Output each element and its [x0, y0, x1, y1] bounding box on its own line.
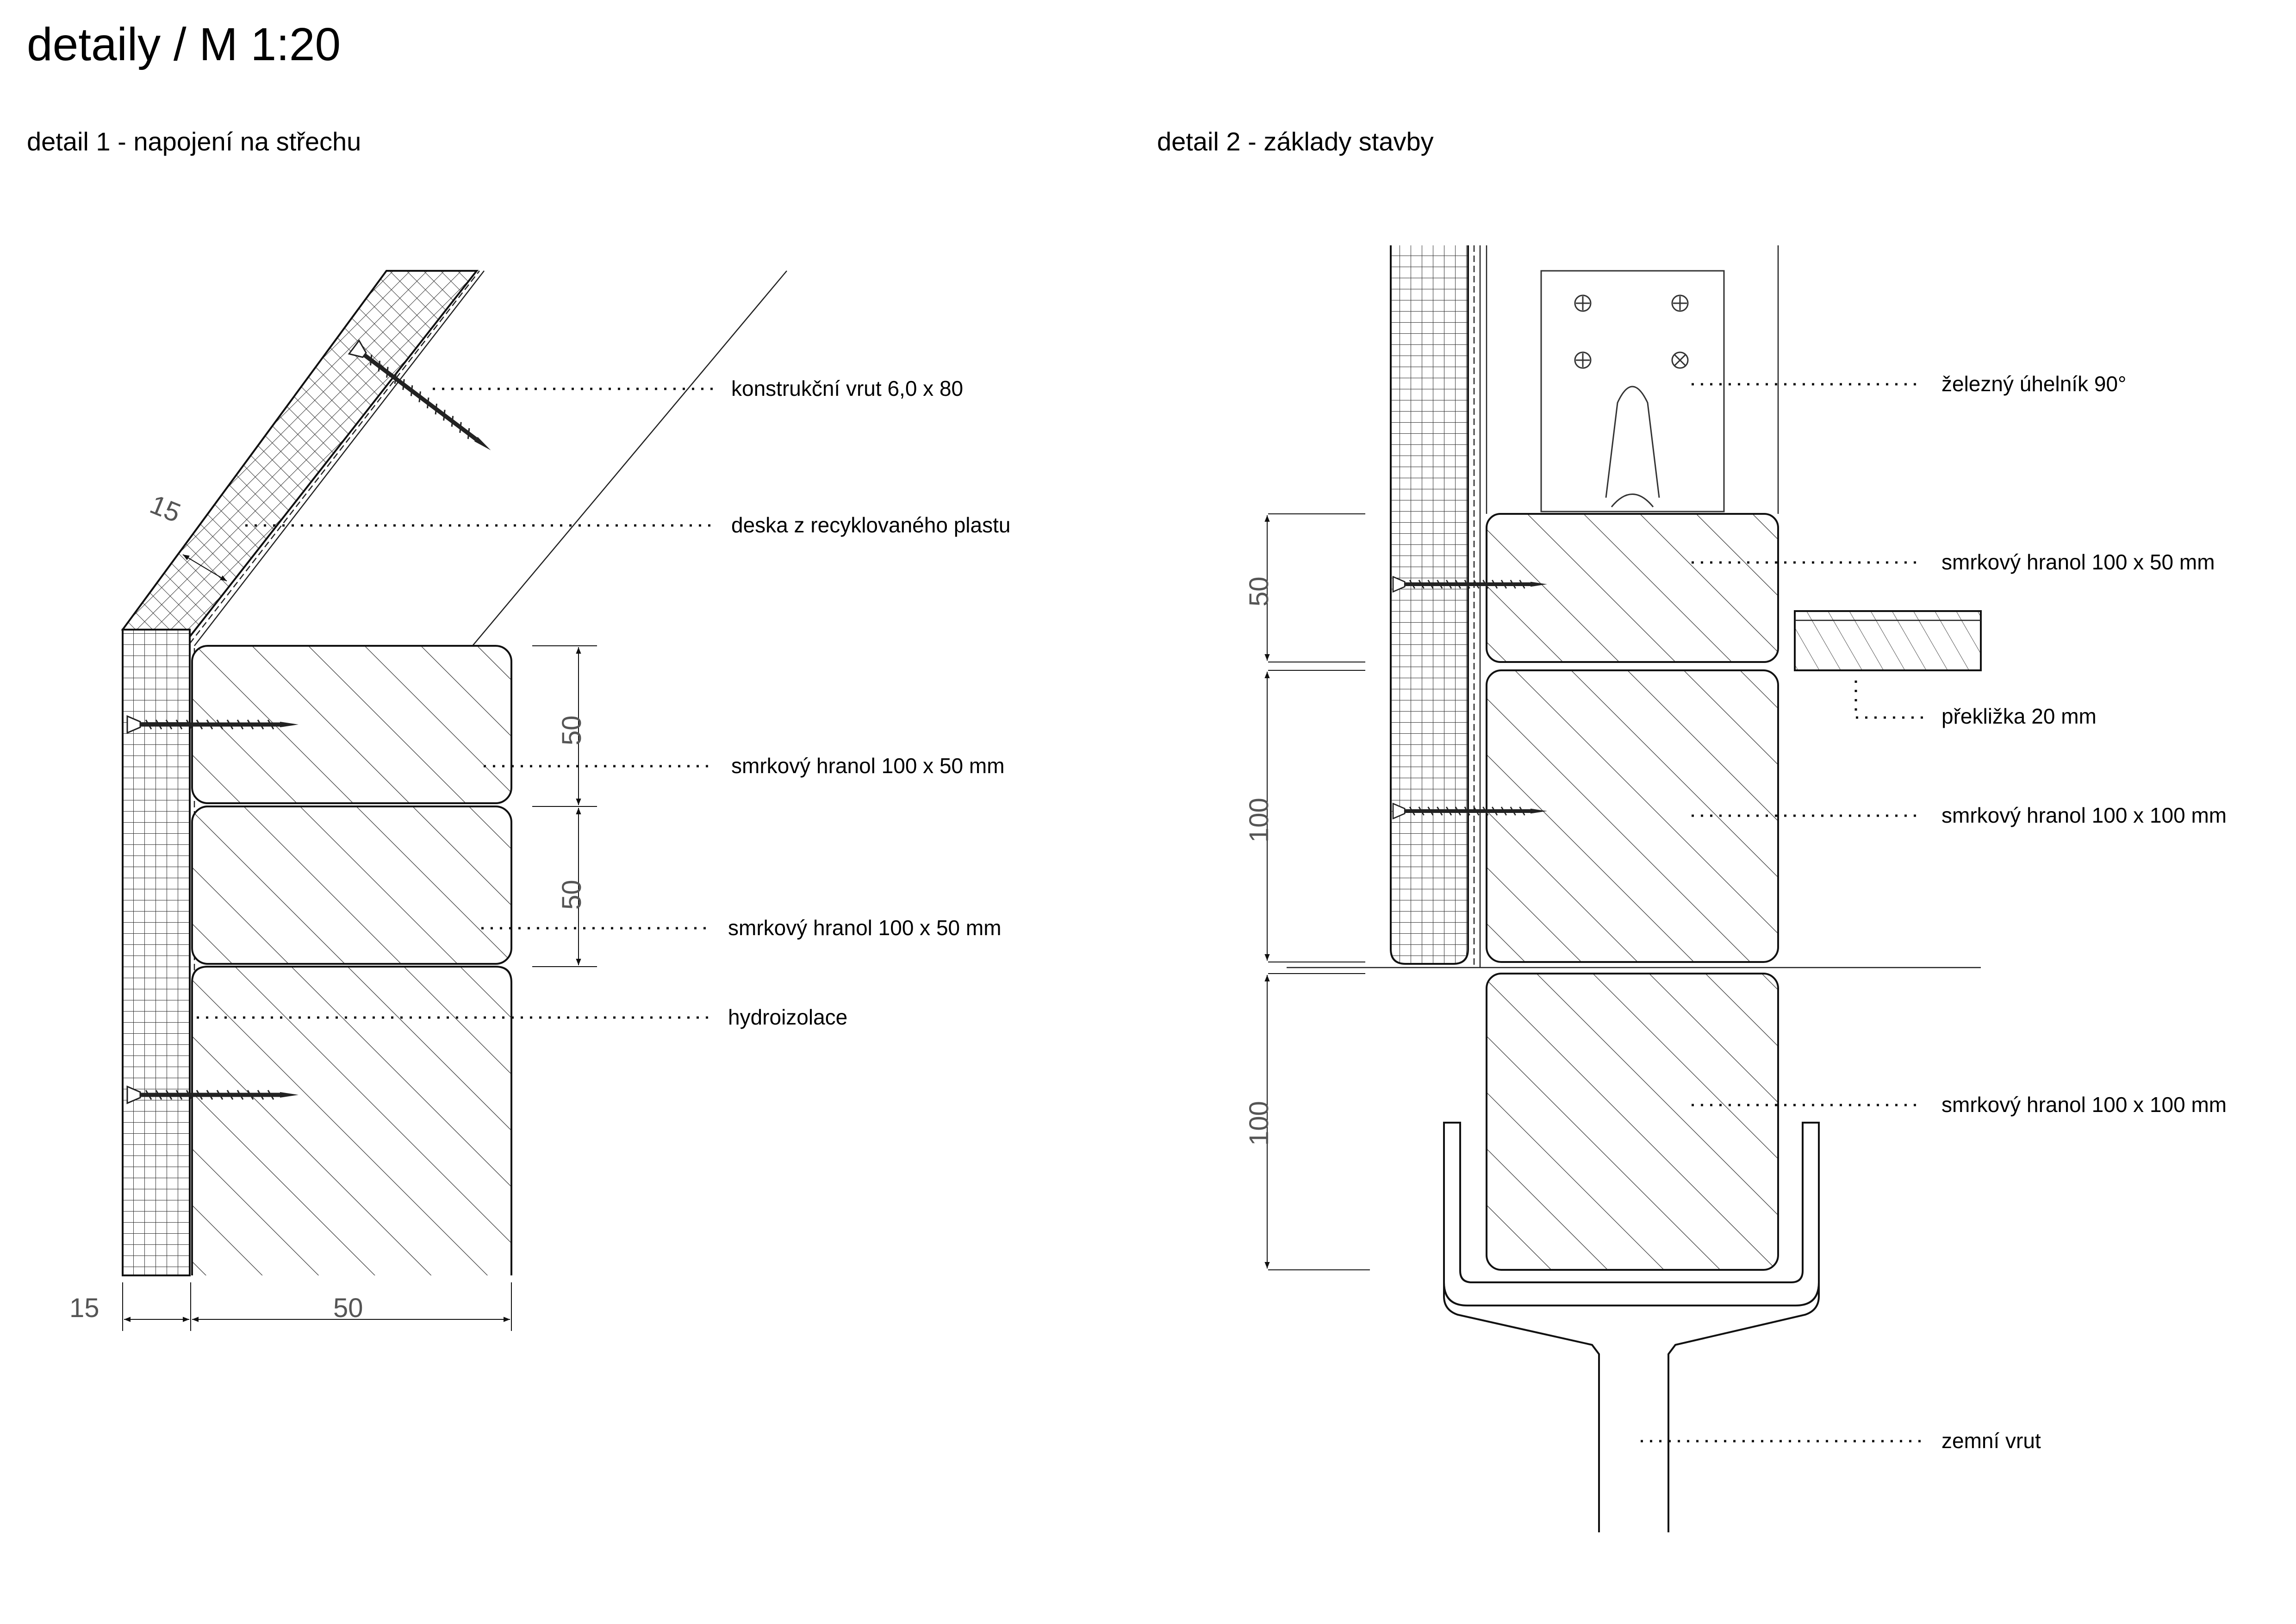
dim-beam-1-height: 50 — [557, 715, 587, 745]
roof-outline-line — [462, 270, 787, 658]
label-beam-mid: smrkový hranol 100 x 50 mm — [728, 916, 1002, 940]
detail-1-drawing: 15 50 50 15 50 konstrukční vrut 6,0 x 80… — [69, 270, 1010, 1331]
wall-plastic-board — [1390, 245, 1469, 965]
bracket-slot — [1605, 386, 1660, 498]
detail-2-heading: detail 2 - základy stavby — [1157, 127, 1434, 156]
dim-beam-100-upper-height: 100 — [1244, 798, 1274, 843]
label-beam-100-upper: smrkový hranol 100 x 100 mm — [1941, 803, 2227, 827]
detail-1-heading: detail 1 - napojení na střechu — [27, 127, 361, 156]
dim-beam-100-lower-height: 100 — [1244, 1101, 1274, 1146]
bracket-slot-bottom — [1611, 493, 1654, 507]
plywood-20mm — [1794, 610, 1982, 671]
beam-100x100-lower — [1486, 973, 1779, 1271]
ground-screw-shaft-left — [1443, 1282, 1600, 1532]
roof-plastic-board — [121, 270, 479, 644]
beam-100x50 — [1486, 513, 1779, 663]
dim-beam-2-height: 50 — [557, 880, 587, 910]
label-waterproofing: hydroizolace — [728, 1005, 847, 1029]
bracket-bolt-icon — [1574, 294, 1689, 369]
label-screw: konstrukční vrut 6,0 x 80 — [731, 376, 963, 400]
beam-bottom — [191, 966, 512, 1275]
beam-100x100-upper — [1486, 669, 1779, 963]
detail-2-drawing: 50 100 100 železný úhelník 90° smrkový h… — [1244, 245, 2227, 1532]
label-beam-top: smrkový hranol 100 x 50 mm — [731, 754, 1005, 778]
dim-line-roof-board — [182, 554, 227, 581]
wall-plastic-board — [122, 629, 191, 1276]
label-plywood: překližka 20 mm — [1941, 704, 2097, 728]
label-plastic-board: deska z recyklovaného plastu — [731, 513, 1010, 537]
label-angle-bracket: železný úhelník 90° — [1941, 372, 2126, 396]
dim-board-bottom-thickness: 15 — [69, 1293, 100, 1323]
dim-roof-board-thickness: 15 — [146, 489, 185, 528]
dim-beam-50-height: 50 — [1244, 576, 1274, 606]
ground-screw-shaft-right — [1668, 1282, 1820, 1532]
label-beam-50: smrkový hranol 100 x 50 mm — [1941, 550, 2215, 574]
label-ground-screw: zemní vrut — [1941, 1429, 2041, 1453]
beam-mid-100x50 — [191, 806, 512, 965]
roof-board-edge — [194, 270, 485, 646]
sheet-title: detaily / M 1:20 — [27, 19, 341, 70]
roof-waterproofing — [189, 270, 480, 644]
dim-beam-bottom-width: 50 — [333, 1293, 363, 1323]
label-beam-100-lower: smrkový hranol 100 x 100 mm — [1941, 1093, 2227, 1117]
